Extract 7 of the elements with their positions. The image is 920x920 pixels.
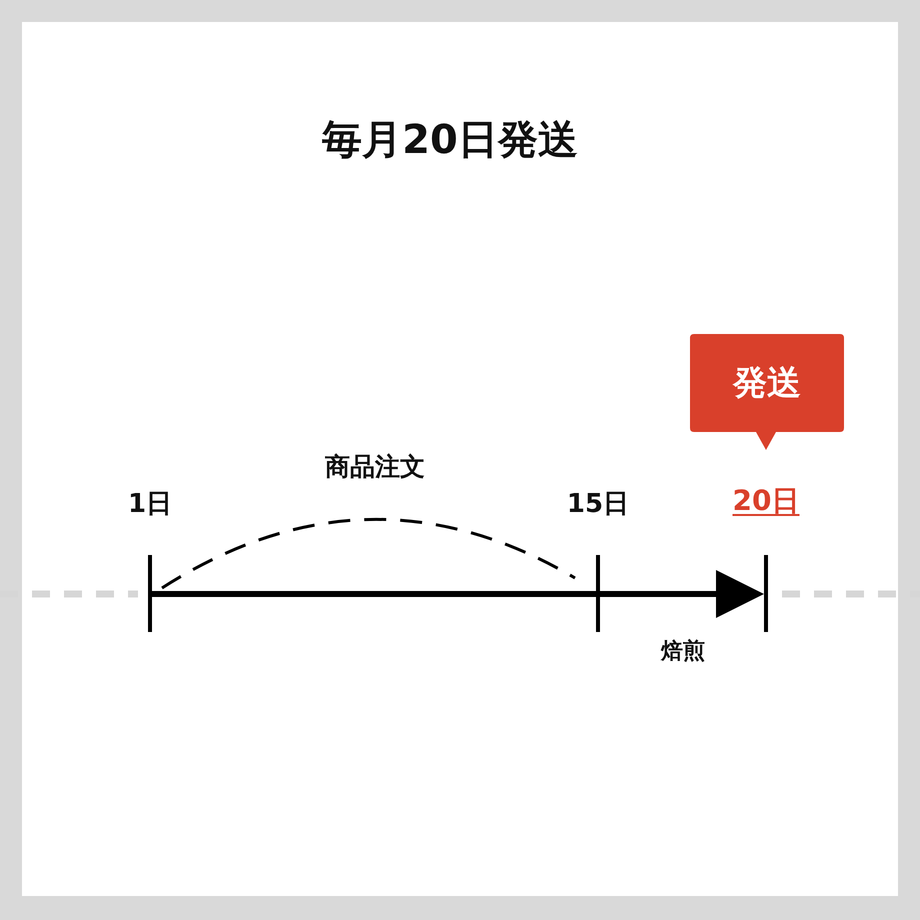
date-label: 20日 xyxy=(732,483,800,519)
period-label: 商品注文 xyxy=(325,451,425,483)
period-label: 焙煎 xyxy=(661,638,705,666)
title: 毎月20日発送 xyxy=(322,116,578,165)
date-label: 1日 xyxy=(128,488,172,521)
date-label: 15日 xyxy=(566,488,630,521)
callout-text: 発送 xyxy=(733,362,801,405)
